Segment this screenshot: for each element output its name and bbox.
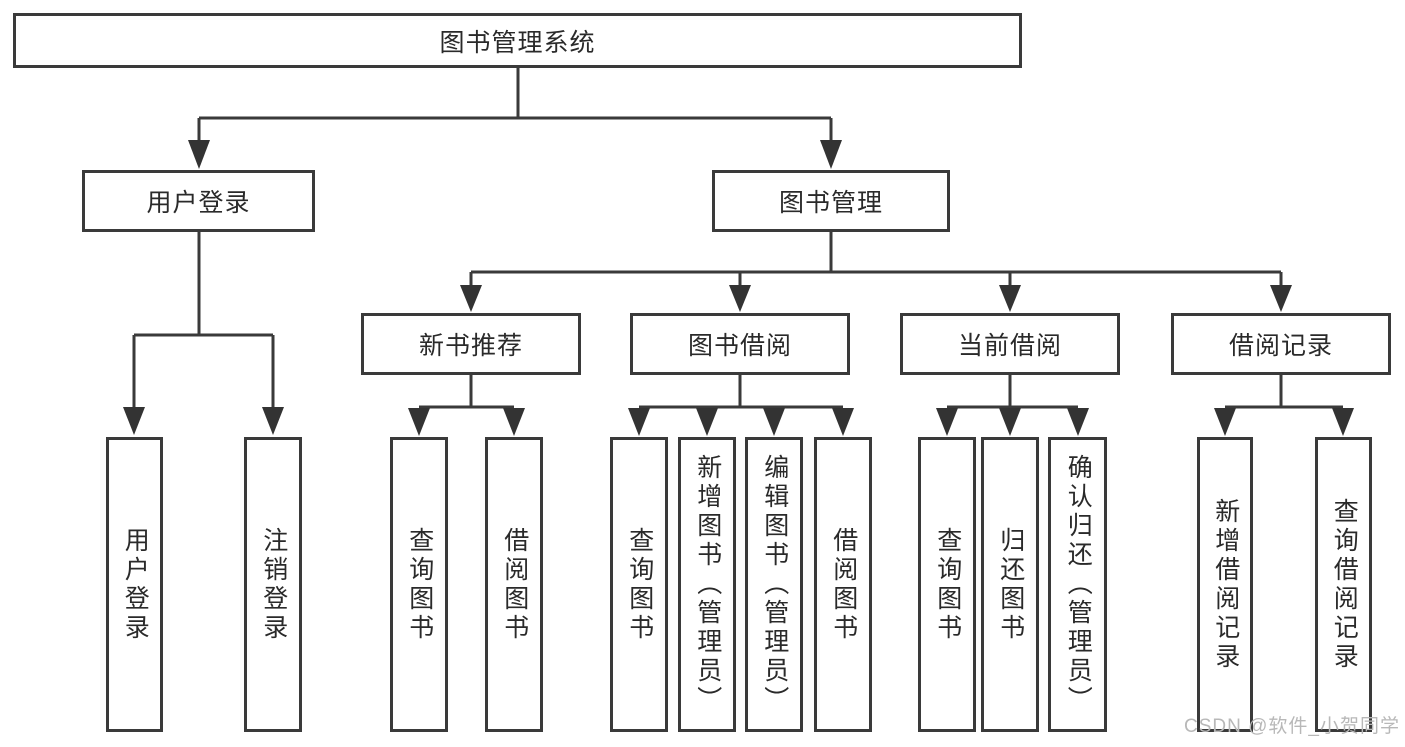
node-label: 查询图书 xyxy=(405,526,434,643)
node-label: 确认归还（管理员） xyxy=(1064,454,1093,715)
leaf-current-query-books: 查询图书 xyxy=(918,437,976,732)
leaf-recommend-query-books: 查询图书 xyxy=(390,437,448,732)
leaf-current-confirm-return-admin: 确认归还（管理员） xyxy=(1048,437,1107,732)
leaf-user-login: 用户登录 xyxy=(106,437,163,732)
node-label: 归还图书 xyxy=(996,526,1025,643)
leaf-recommend-borrow-books: 借阅图书 xyxy=(485,437,543,732)
connector-new-book-recommend-children xyxy=(408,375,525,436)
node-book-management: 图书管理 xyxy=(712,170,950,232)
node-label: 查询借阅记录 xyxy=(1330,497,1359,672)
node-label: 借阅记录 xyxy=(1228,332,1333,360)
leaf-borrowing-query-books: 查询图书 xyxy=(610,437,668,732)
leaf-borrowing-edit-books-admin: 编辑图书（管理员） xyxy=(745,437,803,732)
node-label: 图书借阅 xyxy=(687,332,792,360)
connector-current-borrowing-children xyxy=(936,375,1089,436)
node-label: 用户登录 xyxy=(121,526,150,643)
node-current-borrowing: 当前借阅 xyxy=(900,313,1120,375)
node-label: 编辑图书（管理员） xyxy=(760,454,789,715)
leaf-records-add-record: 新增借阅记录 xyxy=(1197,437,1253,732)
leaf-logout: 注销登录 xyxy=(244,437,302,732)
csdn-watermark: CSDN @软件_小贺同学 xyxy=(1184,716,1400,737)
node-label: 借阅图书 xyxy=(829,526,858,643)
connector-book-management-children xyxy=(460,232,1292,312)
node-label: 图书管理系统 xyxy=(439,28,596,57)
leaf-records-query-record: 查询借阅记录 xyxy=(1315,437,1372,732)
node-label: 新书推荐 xyxy=(418,332,523,360)
leaf-current-return-books: 归还图书 xyxy=(981,437,1039,732)
node-library-system-root: 图书管理系统 xyxy=(13,13,1022,68)
connector-user-login-children xyxy=(123,232,284,435)
node-label: 借阅图书 xyxy=(500,526,529,643)
node-label: 新增借阅记录 xyxy=(1211,497,1240,672)
node-label: 新增图书（管理员） xyxy=(693,454,722,715)
leaf-borrowing-add-books-admin: 新增图书（管理员） xyxy=(678,437,736,732)
node-label: 查询图书 xyxy=(933,526,962,643)
node-new-book-recommend: 新书推荐 xyxy=(361,313,581,375)
connector-root-to-level2 xyxy=(188,68,842,169)
node-book-borrowing: 图书借阅 xyxy=(630,313,850,375)
connector-book-borrowing-children xyxy=(628,375,854,436)
node-label: 查询图书 xyxy=(625,526,654,643)
node-user-login: 用户登录 xyxy=(82,170,315,232)
connector-borrowing-records-children xyxy=(1214,375,1354,436)
node-label: 用户登录 xyxy=(146,189,251,217)
node-label: 注销登录 xyxy=(259,526,288,643)
leaf-borrowing-borrow-books: 借阅图书 xyxy=(814,437,872,732)
node-label: 图书管理 xyxy=(778,189,883,217)
node-label: 当前借阅 xyxy=(957,332,1062,360)
node-borrowing-records: 借阅记录 xyxy=(1171,313,1391,375)
